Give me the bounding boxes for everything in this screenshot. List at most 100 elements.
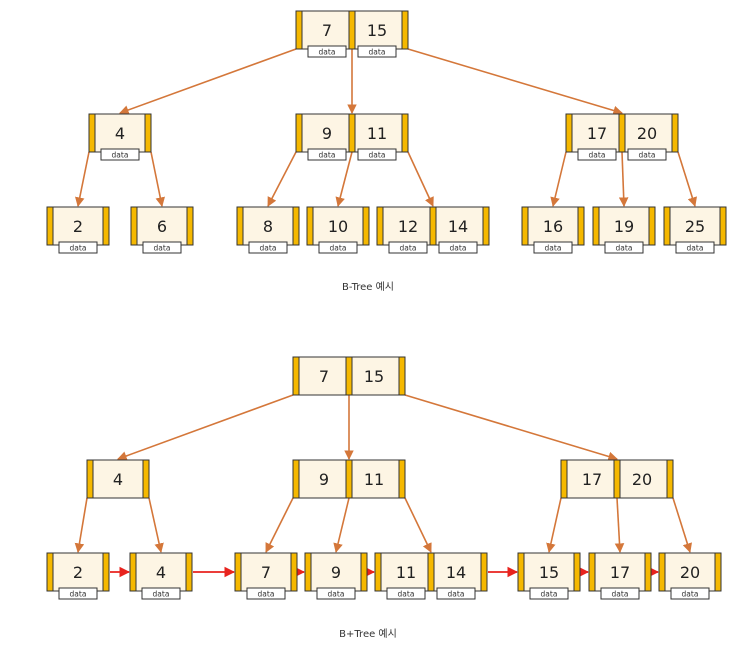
node-box bbox=[236, 206, 300, 246]
data-box bbox=[316, 587, 356, 600]
key-value: 20 bbox=[637, 124, 657, 143]
data-box bbox=[600, 587, 640, 600]
pointer-bar bbox=[658, 552, 666, 592]
data-label: data bbox=[319, 48, 336, 57]
key-value: 11 bbox=[367, 124, 387, 143]
key-value: 14 bbox=[446, 563, 466, 582]
key-value: 7 bbox=[261, 563, 271, 582]
pointer-bar bbox=[398, 356, 406, 396]
key-value: 16 bbox=[543, 217, 563, 236]
node-box bbox=[306, 206, 370, 246]
edge-b-root-to-b-r bbox=[407, 48, 623, 116]
edge-p-r-to-p-r2 bbox=[672, 497, 692, 553]
key-value: 17 bbox=[582, 470, 602, 489]
btree-edges bbox=[75, 48, 697, 207]
data-label: data bbox=[589, 151, 606, 160]
edge-b-m-to-b-m2 bbox=[407, 151, 434, 207]
edge-b-r-to-b-r2 bbox=[677, 151, 697, 207]
key-value: 20 bbox=[680, 563, 700, 582]
pointer-bar bbox=[304, 552, 312, 592]
pointer-bar bbox=[102, 552, 110, 592]
edge-b-m-to-b-m0 bbox=[267, 151, 297, 207]
key-value: 15 bbox=[539, 563, 559, 582]
pointer-bar bbox=[292, 206, 300, 246]
pointer-bar bbox=[142, 459, 150, 499]
pointer-bar bbox=[613, 459, 621, 499]
key-value: 10 bbox=[328, 217, 348, 236]
pointer-bar bbox=[666, 459, 674, 499]
data-label: data bbox=[330, 244, 347, 253]
data-box bbox=[386, 587, 426, 600]
data-label: data bbox=[400, 244, 417, 253]
edge-b-l-to-b-l1 bbox=[150, 151, 165, 207]
pointer-bar bbox=[374, 552, 382, 592]
data-box bbox=[246, 587, 286, 600]
pointer-bar bbox=[46, 552, 54, 592]
pointer-bar bbox=[102, 206, 110, 246]
key-value: 9 bbox=[322, 124, 332, 143]
pointer-bar bbox=[427, 552, 435, 592]
data-box bbox=[142, 241, 182, 254]
pointer-bar bbox=[129, 552, 137, 592]
data-box bbox=[604, 241, 644, 254]
edge-b-m-to-b-m1 bbox=[335, 151, 353, 207]
pointer-bar bbox=[482, 206, 490, 246]
key-value: 4 bbox=[115, 124, 125, 143]
edge-b-r-to-b-r0 bbox=[550, 151, 567, 207]
pointer-bar bbox=[573, 552, 581, 592]
edge-p-r-to-p-r1 bbox=[614, 497, 625, 553]
data-label: data bbox=[70, 244, 87, 253]
edge-b-r-to-b-r1 bbox=[618, 151, 629, 207]
data-label: data bbox=[369, 151, 386, 160]
key-value: 6 bbox=[157, 217, 167, 236]
btree-diagram: 7data15data4data9data11data17data20data2… bbox=[46, 10, 727, 254]
data-label: data bbox=[639, 151, 656, 160]
pointer-bar bbox=[292, 459, 300, 499]
data-label: data bbox=[153, 590, 170, 599]
edge-p-m-to-p-m1 bbox=[333, 497, 350, 553]
data-label: data bbox=[319, 151, 336, 160]
btree-caption: B-Tree 예시 bbox=[342, 281, 394, 293]
node-p-l: 4 bbox=[86, 459, 150, 499]
key-value: 7 bbox=[319, 367, 329, 386]
pointer-bar bbox=[560, 459, 568, 499]
key-value: 17 bbox=[610, 563, 630, 582]
bplustree-caption: B+Tree 예시 bbox=[339, 628, 397, 640]
pointer-bar bbox=[306, 206, 314, 246]
pointer-bar bbox=[234, 552, 242, 592]
data-label: data bbox=[450, 244, 467, 253]
node-box bbox=[46, 206, 110, 246]
data-label: data bbox=[612, 590, 629, 599]
data-box bbox=[357, 148, 397, 161]
key-value: 2 bbox=[73, 563, 83, 582]
node-box bbox=[658, 552, 722, 592]
data-box bbox=[627, 148, 667, 161]
key-value: 14 bbox=[448, 217, 468, 236]
pointer-bar bbox=[144, 113, 152, 153]
pointer-bar bbox=[345, 356, 353, 396]
data-box bbox=[357, 45, 397, 58]
pointer-bar bbox=[348, 113, 356, 153]
data-box bbox=[675, 241, 715, 254]
data-box bbox=[58, 241, 98, 254]
pointer-bar bbox=[186, 206, 194, 246]
data-label: data bbox=[260, 244, 277, 253]
key-value: 9 bbox=[331, 563, 341, 582]
data-box bbox=[670, 587, 710, 600]
data-label: data bbox=[448, 590, 465, 599]
pointer-bar bbox=[480, 552, 488, 592]
data-box bbox=[307, 45, 347, 58]
data-label: data bbox=[398, 590, 415, 599]
key-value: 19 bbox=[614, 217, 634, 236]
pointer-bar bbox=[290, 552, 298, 592]
